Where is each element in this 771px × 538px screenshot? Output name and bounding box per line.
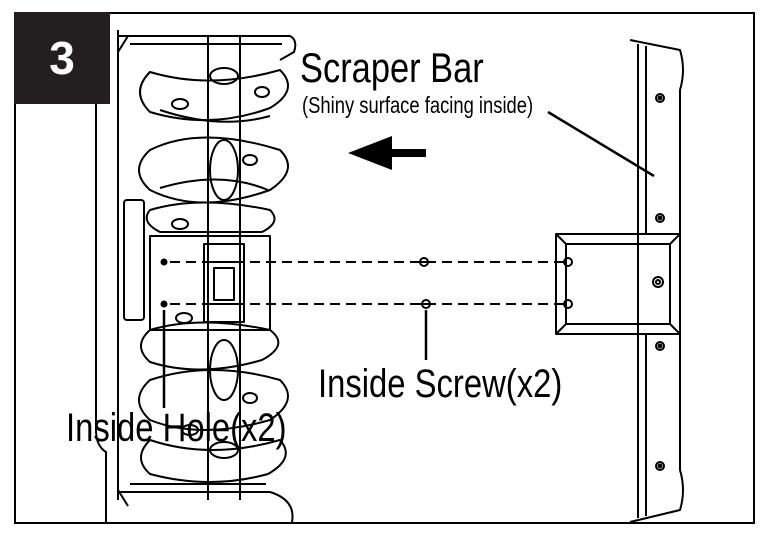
inside-screw-label: Inside Screw(x2) — [318, 362, 563, 406]
inside-hole-bottom — [160, 300, 168, 308]
scraper-bar-leader — [547, 110, 655, 178]
diagram-frame — [14, 12, 755, 524]
inside-hole-top — [160, 258, 168, 266]
inside-screws — [418, 257, 432, 360]
inside-hole-label: Inside Hole(x2) — [66, 406, 287, 450]
scraper-bar-note: (Shiny surface facing inside) — [302, 92, 534, 118]
step-number-badge: 3 — [14, 12, 110, 104]
scraper-bar — [547, 39, 684, 522]
auger-spiral — [138, 36, 289, 500]
left-arrow-icon — [348, 136, 426, 170]
scraper-bar-label: Scraper Bar — [300, 44, 484, 91]
alignment-lines — [170, 261, 568, 305]
